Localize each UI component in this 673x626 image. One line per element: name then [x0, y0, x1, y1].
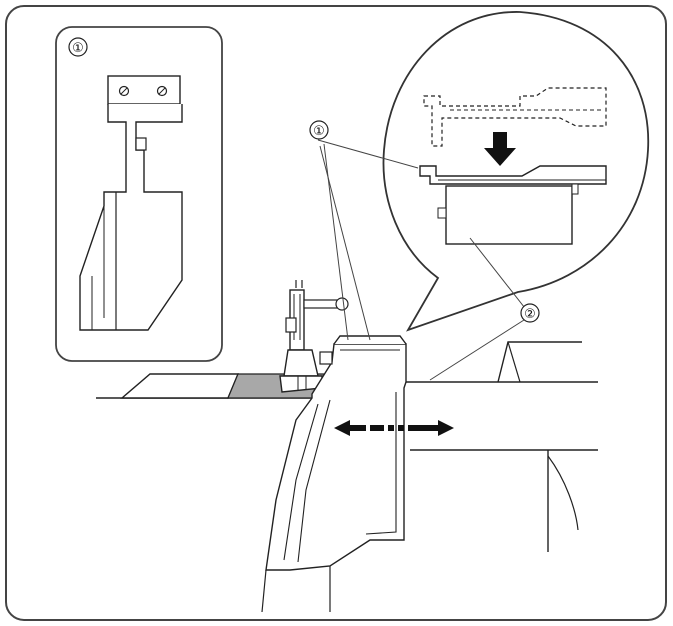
callout-marker-2-label: ② — [524, 307, 536, 322]
down-arrow-icon — [484, 132, 516, 166]
inset-marker-circle — [68, 37, 88, 57]
callout-bubble — [382, 11, 650, 332]
screw-icon — [118, 85, 130, 97]
callout-marker-2-circle — [520, 303, 540, 323]
callout-block — [445, 185, 573, 245]
callout-marker-1-circle — [309, 120, 329, 140]
main-illustration: ① ② — [96, 120, 598, 613]
screw-icon — [156, 85, 168, 97]
callout-marker-1-label: ① — [313, 124, 325, 139]
detail-callout — [382, 11, 650, 332]
double-headed-arrow-icon — [334, 420, 454, 436]
presser-foot — [279, 280, 349, 393]
dashed-previous-position — [423, 87, 607, 147]
guide-bracket — [261, 335, 407, 613]
inset-panel: ① — [55, 26, 223, 362]
inset-marker-label: ① — [72, 41, 84, 56]
inset-mount-plate — [107, 75, 181, 105]
